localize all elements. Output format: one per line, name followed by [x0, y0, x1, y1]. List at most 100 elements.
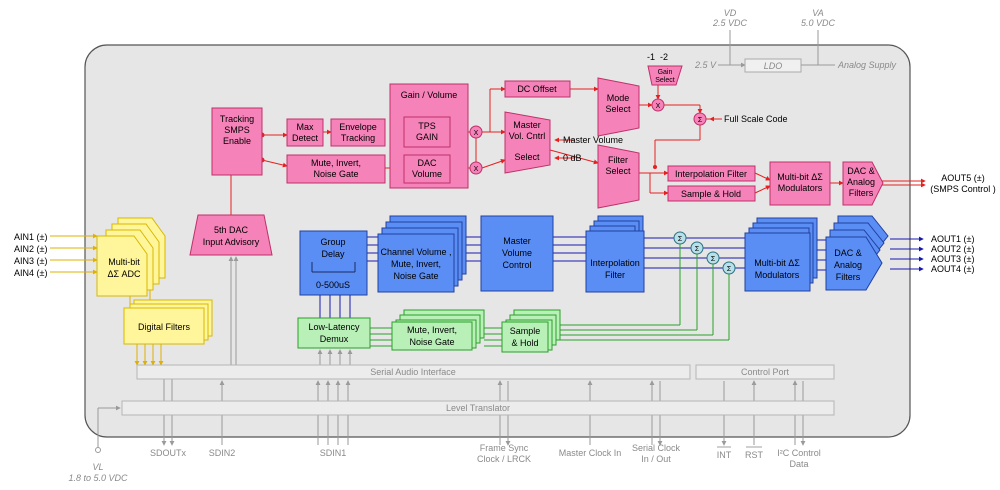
- i2c-pin: I²C Control: [777, 448, 821, 458]
- green-sample-hold-block: [501, 321, 549, 353]
- max-detect-block: [286, 118, 324, 147]
- green-sample-label-1: Sample: [510, 326, 541, 336]
- digital-filters-label: Digital Filters: [138, 322, 191, 332]
- multibit-mod-pink: [769, 161, 831, 206]
- channel-volume-label-2: Mute, Invert,: [391, 259, 441, 269]
- gain-select-label-2: Select: [655, 77, 675, 84]
- frame-sync-pin: Frame Sync: [480, 443, 529, 453]
- filter-select-label-1: Filter: [608, 155, 628, 165]
- green-wires: [370, 244, 730, 347]
- dac-analog-label-2: Analog: [834, 260, 862, 270]
- va-label: VA: [812, 8, 824, 18]
- dac-analog-label-1: DAC &: [834, 248, 862, 258]
- va-value: 5.0 VDC: [801, 18, 836, 28]
- summer-4-symbol: Σ: [727, 266, 732, 273]
- group-delay-block: [299, 230, 368, 296]
- gain-volume-label: Gain / Volume: [401, 90, 458, 100]
- level-translator-label: Level Translator: [446, 403, 510, 413]
- tracking-label-3: Enable: [223, 136, 251, 146]
- interp-filter-pink: [667, 165, 756, 182]
- sample-hold-pink-label: Sample & Hold: [681, 189, 741, 199]
- dac-volume-block: [403, 154, 451, 184]
- aout1-label: AOUT1 (±): [931, 234, 974, 244]
- green-sample-label-2: & Hold: [511, 338, 538, 348]
- level-translator-bar: [121, 400, 835, 416]
- channel-volume-label-1: Channel Volume ,: [380, 247, 451, 257]
- zero-db-label: 0 dB: [563, 153, 582, 163]
- gain-select-label-1: Gain: [658, 69, 673, 76]
- aout2-label: AOUT2 (±): [931, 244, 974, 254]
- multiplier-upper-symbol: X: [474, 130, 479, 137]
- green-mute-block: [391, 321, 473, 351]
- ain1-label: AIN1 (±): [14, 232, 47, 242]
- minus-two-label: -2: [660, 52, 668, 62]
- dac-volume-label-1: DAC: [417, 158, 437, 168]
- tps-gain-block: [403, 116, 451, 148]
- sample-hold-pink: [667, 185, 756, 202]
- rst-pin: RST: [745, 450, 764, 460]
- mute-noise-gate-pink: [286, 154, 386, 184]
- frame-sync-pin-sub: Clock / LRCK: [477, 454, 531, 464]
- minus-one-label: -1: [647, 52, 655, 62]
- serial-clock-pin: Serial Clock: [632, 443, 681, 453]
- dac-advisory-label-2: Input Advisory: [203, 237, 260, 247]
- tracking-label-2: SMPS: [224, 125, 250, 135]
- low-latency-demux-block: [297, 317, 371, 349]
- envelope-label-2: Tracking: [341, 133, 375, 143]
- dac-analog-pink-label-2: Analog: [847, 177, 875, 187]
- ain4-label: AIN4 (±): [14, 268, 47, 278]
- dac-analog-pink-label-3: Filters: [849, 188, 874, 198]
- interp-filter-label-1: Interpolation: [590, 258, 640, 268]
- max-detect-label-2: Detect: [292, 133, 319, 143]
- master-volume-control-label-3: Control: [502, 260, 531, 270]
- summer-full-scale: [693, 112, 707, 126]
- digital-filters-block: [123, 307, 205, 345]
- master-volume-control-label-2: Volume: [502, 248, 532, 258]
- adc-label-1: Multi-bit: [108, 257, 140, 267]
- multiplier-lower-symbol: X: [474, 166, 479, 173]
- dac-volume-label-2: Volume: [412, 169, 442, 179]
- group-delay-label-2: Delay: [321, 249, 345, 259]
- interp-filter-pink-label: Interpolation Filter: [675, 169, 747, 179]
- control-port-label: Control Port: [741, 367, 790, 377]
- multibit-mod-label-2: Modulators: [755, 270, 800, 280]
- vd-label: VD: [724, 8, 737, 18]
- green-mute-label-1: Mute, Invert,: [407, 325, 457, 335]
- max-detect-label-1: Max: [296, 122, 314, 132]
- tracking-label-1: Tracking: [220, 114, 254, 124]
- supply-section: VD 2.5 VDC VA 5.0 VDC LDO 2.5 V Analog S…: [694, 8, 897, 73]
- mute-pink-label-1: Mute, Invert,: [311, 158, 361, 168]
- blue-wires: [319, 236, 924, 318]
- summer-1-symbol: Σ: [678, 236, 683, 243]
- delay-range-label: 0-500uS: [316, 280, 350, 290]
- v25-label: 2.5 V: [694, 60, 717, 70]
- dac-analog-pink-label-1: DAC &: [847, 166, 875, 176]
- mode-select-label-2: Select: [605, 104, 631, 114]
- multibit-mod-block: [744, 232, 811, 292]
- i2c-pin-sub: Data: [789, 459, 808, 469]
- low-latency-label-2: Demux: [320, 334, 349, 344]
- multibit-mod-label-1: Multi-bit ΔΣ: [754, 258, 800, 268]
- multiplier-upper: [469, 125, 483, 139]
- master-vol-select-mux: [504, 111, 551, 174]
- ain2-label: AIN2 (±): [14, 244, 47, 254]
- sdin2-pin: SDIN2: [209, 448, 236, 458]
- multiplier-mode: [651, 98, 665, 112]
- vd-value: 2.5 VDC: [712, 18, 748, 28]
- channel-volume-label-3: Noise Gate: [393, 271, 438, 281]
- master-volume-control-label-1: Master: [503, 236, 531, 246]
- envelope-label-1: Envelope: [339, 122, 377, 132]
- summer-full-scale-symbol: Σ: [698, 117, 703, 124]
- master-vol-label-2: Vol. Cntrl: [509, 131, 546, 141]
- tracking-smps-block: [211, 107, 263, 176]
- dc-offset-block: [504, 80, 571, 98]
- master-volume-control-block: [480, 215, 554, 292]
- low-latency-label-1: Low-Latency: [308, 322, 360, 332]
- dac-analog-block: [825, 236, 883, 291]
- master-volume-input-label: Master Volume: [563, 135, 623, 145]
- adc-label-2: ΔΣ ADC: [107, 269, 141, 279]
- serial-audio-label: Serial Audio Interface: [370, 367, 456, 377]
- mute-pink-label-2: Noise Gate: [313, 169, 358, 179]
- multibit-mod-pink-label-2: Modulators: [778, 183, 823, 193]
